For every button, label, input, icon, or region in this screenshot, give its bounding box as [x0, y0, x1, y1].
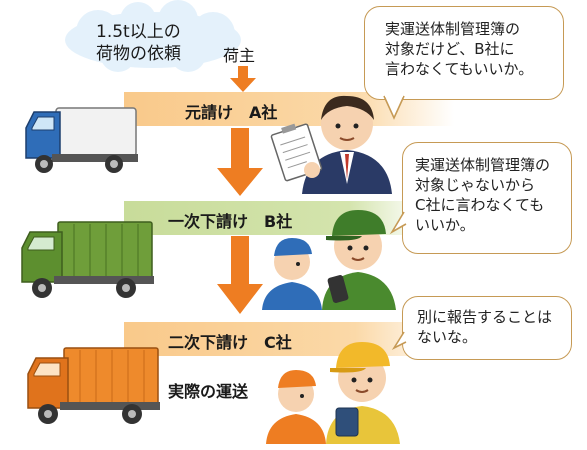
- worker-icon: [262, 210, 396, 310]
- cloud-icon: [65, 0, 241, 72]
- speech-bubble-c: 別に報告することは ないな。: [402, 296, 572, 360]
- bubble-c-line1: 別に報告することは: [417, 308, 553, 326]
- bubble-a-line2: 対象だけど、B社に: [385, 40, 515, 58]
- down-arrow-icon: [217, 128, 263, 196]
- down-arrow-icon: [217, 236, 263, 314]
- tier-a-label: 元請け A社: [185, 103, 278, 122]
- tier-b-label: 一次下請け B社: [168, 212, 293, 231]
- shipper-label: 荷主: [223, 46, 256, 65]
- speech-bubble-b: 実運送体制管理簿の 対象じゃないから C社に言わなくても いいか。: [402, 142, 572, 254]
- down-arrow-icon: [230, 66, 256, 92]
- driver-icon: [266, 342, 400, 444]
- bubble-tail: [389, 211, 407, 235]
- bubble-c-line2: ないな。: [417, 328, 478, 346]
- orange-truck-icon: [27, 347, 160, 424]
- bubble-b-line1: 実運送体制管理簿の: [415, 156, 551, 174]
- blue-truck-icon: [25, 107, 138, 173]
- actual-transport-label: 実際の運送: [168, 382, 249, 401]
- manager-icon: [270, 95, 392, 194]
- speech-bubble-a: 実運送体制管理簿の 対象だけど、B社に 言わなくてもいいか。: [364, 6, 564, 100]
- bubble-a-line3: 言わなくてもいいか。: [385, 60, 534, 78]
- bubble-b-line2: 対象じゃないから: [415, 176, 536, 194]
- bubble-b-line3: C社に言わなくても: [415, 196, 545, 214]
- green-truck-icon: [21, 221, 154, 298]
- request-cloud-line2: 荷物の依頼: [96, 44, 181, 64]
- tier-c-label: 二次下請け C社: [168, 333, 292, 352]
- bubble-b-line4: いいか。: [415, 216, 475, 234]
- request-cloud-line1: 1.5t以上の: [96, 22, 181, 42]
- bubble-tail: [383, 93, 405, 120]
- bubble-tail: [391, 331, 407, 350]
- bubble-a-line1: 実運送体制管理簿の: [385, 20, 521, 38]
